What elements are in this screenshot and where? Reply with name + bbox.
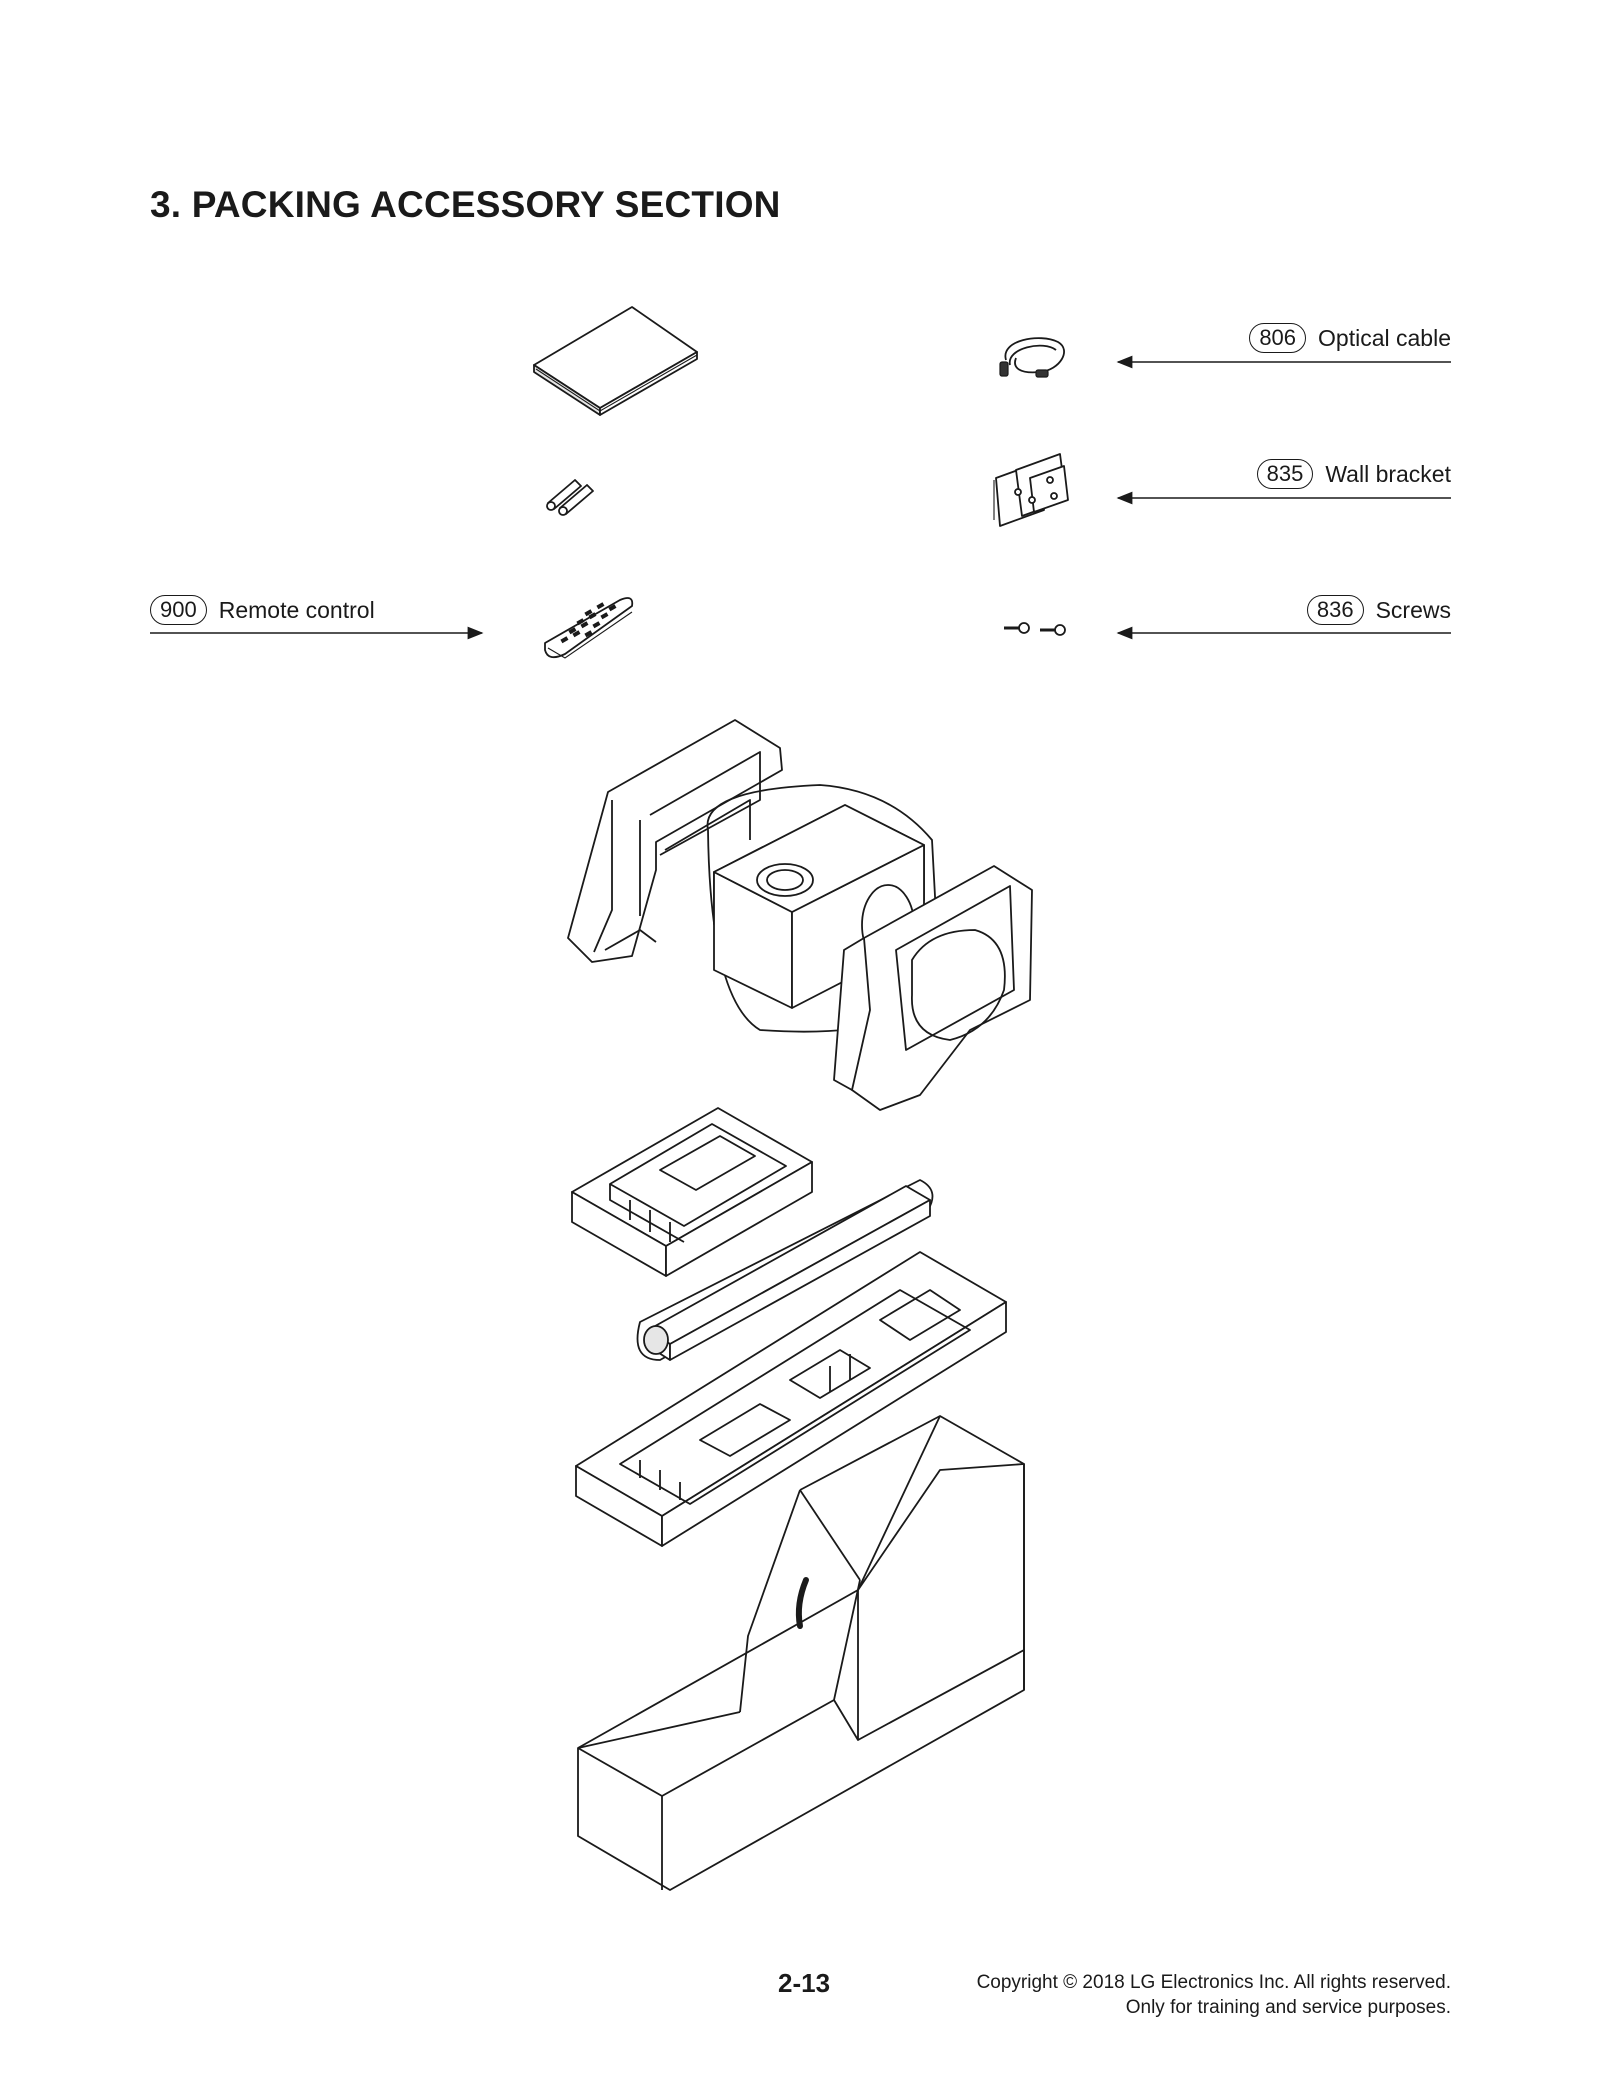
subwoofer-packing-icon (567, 719, 1033, 1111)
remote-control-icon (544, 597, 634, 659)
usage-note: Only for training and service purposes. (1125, 1997, 1451, 2018)
part-label: Wall bracket (1325, 460, 1451, 487)
page-title: 3. PACKING ACCESSORY SECTION (150, 184, 781, 225)
callout-wall-bracket: 835 Wall bracket (1256, 459, 1451, 489)
page-number: 2-13 (778, 1968, 831, 1998)
batteries-icon (546, 479, 594, 516)
part-number-badge: 806 (1249, 323, 1307, 353)
copyright-line: Copyright © 2018 LG Electronics Inc. All… (976, 1972, 1451, 1993)
outer-carton-icon (577, 1415, 1025, 1891)
screws-icon (1004, 622, 1066, 636)
part-number-badge: 835 (1256, 459, 1314, 489)
part-number-badge: 836 (1306, 595, 1364, 625)
part-label: Optical cable (1318, 324, 1451, 351)
part-label: Screws (1375, 596, 1451, 623)
callout-screws: 836 Screws (1306, 595, 1451, 625)
optical-cable-icon (999, 337, 1065, 378)
copyright-notice: Copyright © 2018 LG Electronics Inc. All… (977, 1970, 1451, 2020)
wall-bracket-icon (993, 453, 1069, 527)
manual-booklet-icon (533, 306, 698, 416)
part-number-badge: 900 (150, 595, 207, 625)
callout-optical-cable: 806 Optical cable (1249, 323, 1451, 353)
part-label: Remote control (218, 596, 375, 623)
soundbar-packing-icon (571, 1107, 1007, 1547)
callout-remote-control: 900 Remote control (150, 595, 375, 625)
